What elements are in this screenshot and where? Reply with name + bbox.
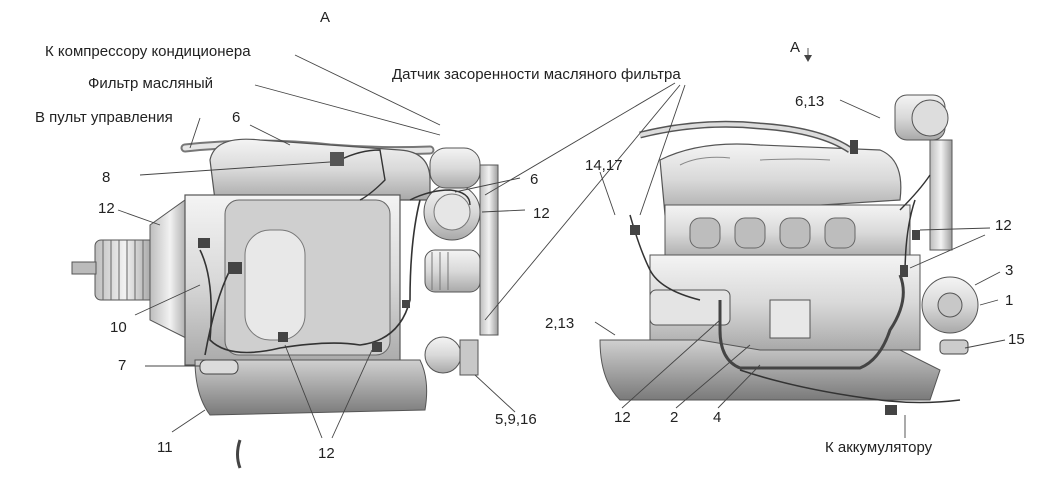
callout-12-lower: 12 [614, 409, 631, 426]
callout-11: 11 [157, 439, 173, 456]
view-arrow-icon [804, 55, 812, 62]
callout-10: 10 [110, 319, 127, 336]
ac-compressor [894, 94, 953, 251]
view-marker-top: А [320, 9, 331, 26]
callout-6-mid: 6 [530, 171, 539, 188]
pulley [71, 239, 156, 301]
label-oil-filter: Фильтр масляный [88, 75, 214, 92]
label-battery: К аккумулятору [825, 439, 933, 456]
callout-5-9-16: 5,9,16 [495, 411, 537, 428]
callout-12-a: 12 [98, 200, 115, 217]
oil-filter-body [424, 249, 481, 293]
label-clog-sensor: Датчик засоренности масляного фильтра [392, 66, 681, 83]
callout-15: 15 [1008, 331, 1025, 348]
callout-1: 1 [1005, 292, 1014, 309]
callout-14-17: 14,17 [585, 157, 623, 174]
callout-4: 4 [713, 409, 722, 426]
callout-6-left: 6 [232, 109, 241, 126]
callout-8: 8 [102, 169, 111, 186]
right-engine-view [599, 94, 979, 415]
callout-12-mid: 12 [533, 205, 550, 222]
label-compressor: К компрессору кондиционера [45, 43, 251, 60]
callout-6-13: 6,13 [795, 93, 825, 110]
callout-3: 3 [1005, 262, 1014, 279]
callout-7: 7 [118, 357, 127, 374]
callout-12-bottom: 12 [318, 445, 335, 462]
callout-12-right: 12 [995, 217, 1012, 234]
label-control-panel: В пульт управления [35, 109, 173, 126]
callout-2-13: 2,13 [545, 315, 575, 332]
callout-2: 2 [670, 409, 679, 426]
leader-lines [117, 48, 1006, 439]
left-engine-view [71, 138, 499, 469]
view-arrow-label: А [790, 39, 801, 56]
